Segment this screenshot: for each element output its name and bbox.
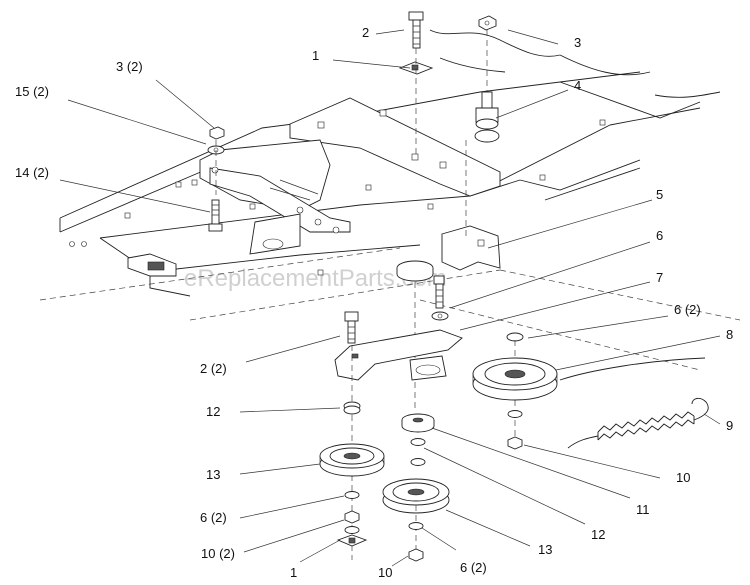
callout-1-top: 1 [312,48,319,63]
callout-9: 9 [726,418,733,433]
pulley-8 [472,357,558,401]
spring-9 [559,357,709,449]
spacer-5 [396,260,434,282]
idler-arm-7 [334,329,463,381]
callout-13-b: 13 [538,542,552,557]
callout-6-a: 6 [656,228,663,243]
nut-10-center [408,548,424,562]
washer-right-b [507,410,523,418]
callout-2-top: 2 [362,25,369,40]
callout-12-b: 12 [591,527,605,542]
callout-6-2-c: 6 (2) [460,560,487,575]
mower-frame [39,29,741,371]
pulley-13-center [382,478,450,514]
callout-13-a: 13 [206,467,220,482]
stud-4 [474,91,500,143]
callout-1-bottom: 1 [290,565,297,580]
washer-12-center [410,438,426,446]
pulley-13-left [319,443,385,477]
washer-12-left [343,401,361,415]
callout-5: 5 [656,187,663,202]
nut-10-right [507,436,523,450]
right-side-bracket [441,225,501,271]
callout-7: 7 [656,270,663,285]
callout-12-a: 12 [206,404,220,419]
callout-8: 8 [726,327,733,342]
callout-2-2: 2 (2) [200,361,227,376]
left-bracket [199,139,351,255]
callout-6-2-a: 6 (2) [674,302,701,317]
washer-center-b [410,458,426,466]
bearing-11 [401,413,435,433]
callout-labels: 1 2 3 3 (2) 4 15 (2) 14 (2) 5 6 7 6 (2) … [15,25,733,580]
bolt-6 [431,275,449,321]
leader-lines [59,29,721,567]
callout-11: 11 [636,502,650,517]
callout-14-2: 14 (2) [15,165,49,180]
callout-10-a: 10 [676,470,690,485]
bolt-14-2 [208,199,223,232]
callout-4: 4 [574,78,581,93]
callout-10-2: 10 (2) [201,546,235,561]
nut-3-top [478,15,497,31]
washer-6-center [408,522,424,530]
callout-15-2: 15 (2) [15,84,49,99]
callout-10-b: 10 [378,565,392,580]
callout-3-top: 3 [574,35,581,50]
nut-10-left [344,510,360,534]
washer-6-left [344,491,360,499]
bolt-2-top [408,11,424,49]
washer-1-bottom [336,534,368,547]
washer-6-right [506,332,524,342]
callout-3-2: 3 (2) [116,59,143,74]
callout-6-2-b: 6 (2) [200,510,227,525]
left-clip [127,253,177,277]
bolt-2-2 [344,311,359,344]
